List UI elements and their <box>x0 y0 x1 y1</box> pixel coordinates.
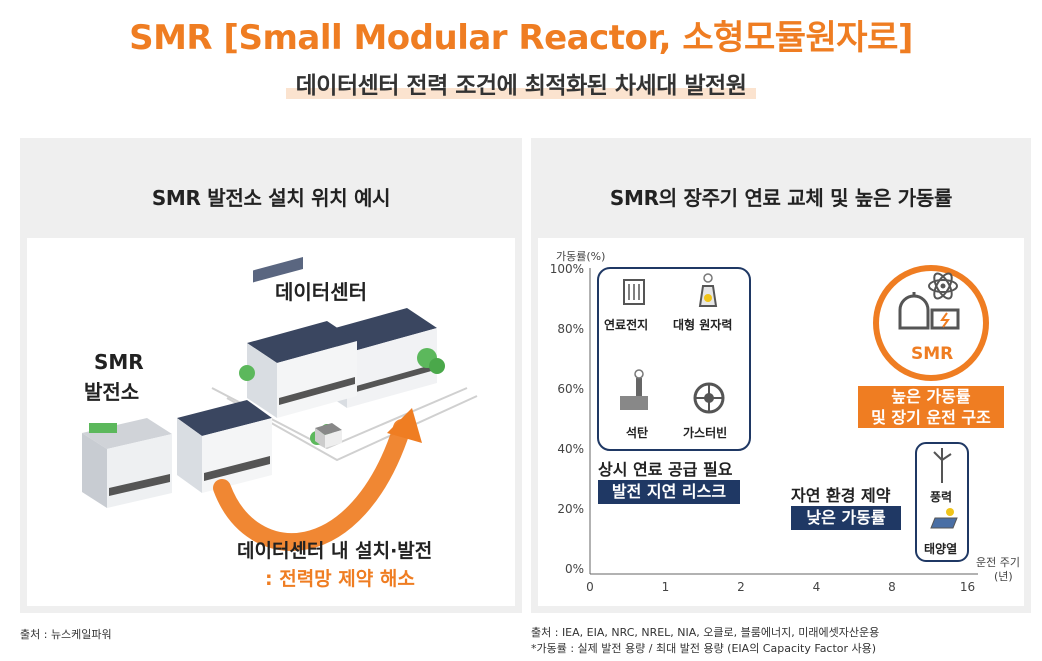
smr-plant-label-line1: SMR <box>94 350 144 374</box>
y-tick-label: 80% <box>557 322 584 336</box>
y-axis-label: 가동률(%) <box>556 250 606 263</box>
caption-grid-constraint: : 전력망 제약 해소 <box>265 568 415 590</box>
caption-install: 데이터센터 내 설치·발전 <box>237 540 433 562</box>
x-tick-label: 16 <box>959 580 976 594</box>
right-panel-title: SMR의 장주기 연료 교체 및 높은 가동률 <box>609 186 953 210</box>
renewable-risk: 낮은 가동률 <box>791 506 901 530</box>
capacity-factor-note: *가동률 : 실제 발전 용량 / 최대 발전 용량 (EIA의 Capacit… <box>531 642 877 655</box>
right-source: 출처 : IEA, EIA, NRC, NREL, NIA, 오클로, 블룸에너… <box>531 626 880 639</box>
gas-turbine-icon <box>693 382 725 414</box>
x-tick-label: 8 <box>888 580 896 594</box>
smr-note-line1: 높은 가동률 <box>858 386 1004 407</box>
y-tick-label: 60% <box>557 382 584 396</box>
axes <box>589 265 989 575</box>
x-tick-label: 4 <box>812 580 821 594</box>
solar-panel-icon <box>930 508 958 529</box>
y-tick-label: 40% <box>557 442 584 456</box>
x-tick-label: 1 <box>661 580 670 594</box>
campus-illustration <box>82 257 478 552</box>
smr-label: SMR <box>911 344 954 364</box>
wind-label: 풍력 <box>930 490 953 504</box>
nuclear-plant-icon <box>698 273 718 307</box>
y-tick-label: 20% <box>557 502 584 516</box>
renewable-note: 자연 환경 제약 <box>791 486 891 505</box>
smr-plant-front <box>82 418 172 508</box>
location-illustration: 데이터센터 SMR 발전소 데이터센터 내 설치·발전 : 전력망 제약 해소 <box>27 238 515 606</box>
coal-label: 석탄 <box>626 426 649 440</box>
wind-turbine-icon <box>933 448 952 483</box>
x-tick-label: 2 <box>737 580 745 594</box>
x-axis-label-line1: 운전 주기 <box>976 556 1020 569</box>
smr-plant-label-line2: 발전소 <box>84 380 140 404</box>
x-tick-label: 0 <box>586 580 594 594</box>
smr-note-line2: 및 장기 운전 구조 <box>858 407 1004 428</box>
gas-turbine-label: 가스터빈 <box>683 426 728 440</box>
smr-plant-back <box>177 400 272 493</box>
y-tick-label: 100% <box>549 262 584 276</box>
subtitle: 데이터센터 전력 조건에 최적화된 차세대 발전원 <box>285 66 757 100</box>
left-panel-title: SMR 발전소 설치 위치 예시 <box>151 186 391 210</box>
capacity-factor-panel: SMR의 장주기 연료 교체 및 높은 가동률 <box>531 138 1031 613</box>
x-axis-label-line2: (년) <box>994 570 1013 583</box>
smr-location-panel: SMR 발전소 설치 위치 예시 <box>20 138 522 613</box>
solar-label: 태양열 <box>924 542 958 556</box>
datacenter-building-front <box>247 257 357 418</box>
nuclear-label: 대형 원자력 <box>673 318 733 332</box>
fuel-cell-icon <box>623 279 645 305</box>
y-tick-label: 0% <box>564 562 584 576</box>
smr-icon <box>898 272 960 330</box>
conventional-risk: 발전 지연 리스크 <box>598 480 740 504</box>
conventional-note: 상시 연료 공급 필요 <box>598 460 733 479</box>
datacenter-label: 데이터센터 <box>275 280 367 304</box>
conventional-group-box <box>597 267 751 451</box>
coal-plant-icon <box>620 369 648 410</box>
main-title: SMR [Small Modular Reactor, 소형모듈원자로] <box>129 18 913 58</box>
renewable-group-box <box>915 442 969 562</box>
left-source: 출처 : 뉴스케일파워 <box>20 628 112 641</box>
fuel-cell-label: 연료전지 <box>604 318 649 332</box>
